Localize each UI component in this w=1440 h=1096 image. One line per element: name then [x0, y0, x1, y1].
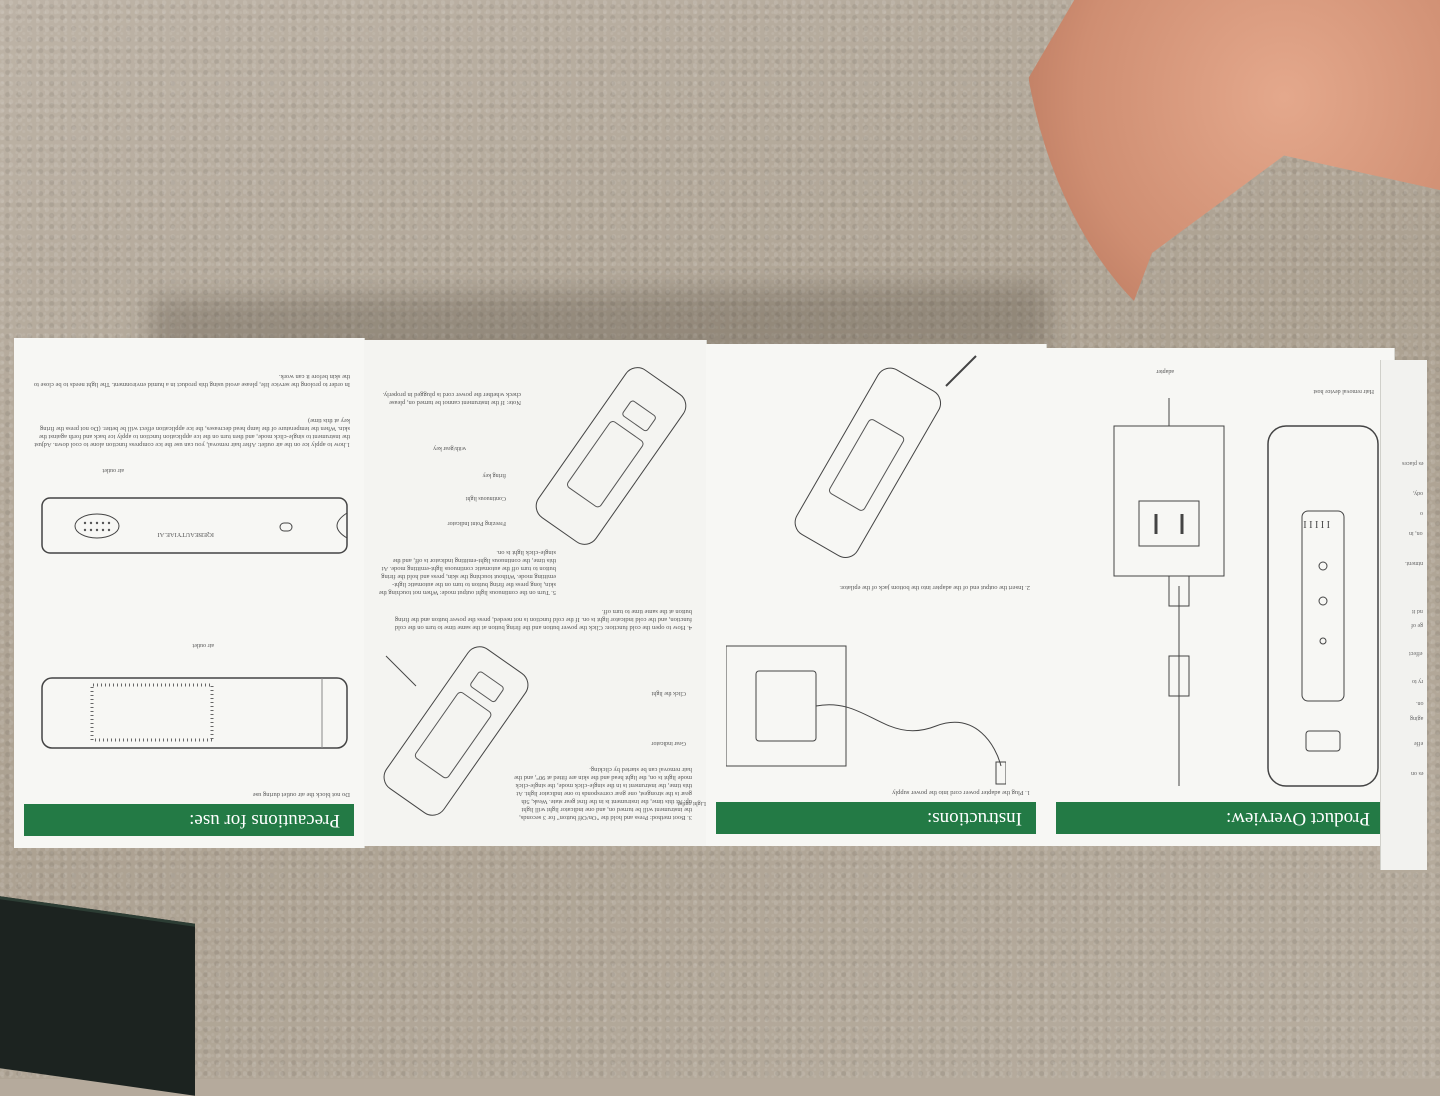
device-host-label: Hair removal device host: [1313, 388, 1374, 394]
precautions-title: Precautions for use:: [24, 804, 354, 836]
step3-text: 3. Boot method: Press and hold the "On/O…: [514, 766, 692, 821]
fragment-text-12: es on: [1410, 770, 1424, 776]
fragment-text-4: ntment.: [1404, 560, 1423, 566]
panel-precautions: Precautions for use: Do not block the ai…: [14, 338, 365, 848]
step4-text: 4. How to open the cold function: Click …: [394, 608, 692, 631]
fragment-text-9: on.: [1415, 700, 1424, 706]
fragment-text-1: ody,: [1412, 490, 1423, 496]
hair-removal-device-illustration: I I I I I: [1267, 425, 1379, 787]
air-outlet-label-top: air outlet: [192, 642, 215, 648]
instructions-step1: 1. Plug the adapter power cord into the …: [892, 789, 1030, 796]
precautions-para2: In order to prolong the service life, pl…: [33, 373, 350, 388]
adapter-label: adapter: [1156, 368, 1174, 374]
firing-key-label: firing key: [482, 472, 507, 478]
light-outlet-label: Light outlet: [677, 800, 706, 806]
device-bottom-view: [41, 497, 348, 554]
gear-key-label: with/gear key: [433, 445, 466, 451]
dark-box: [0, 896, 195, 1096]
panel-instruction-steps: 3. Boot method: Press and hold the "On/O…: [364, 340, 707, 846]
gear-indicator-label: Gear indicator: [651, 740, 686, 746]
power-note: Note: If the instrument cannot be turned…: [382, 391, 521, 406]
click-light-label: Click the light: [651, 690, 686, 696]
device-illustration-bottom: [535, 367, 687, 545]
device-with-cable: [794, 355, 977, 558]
instructions-step2: 2. Insert the output end of the adapter …: [839, 584, 1030, 591]
instructions-title: Instructions:: [716, 802, 1036, 834]
precautions-para1: 1.how to apply ice on the air outlet: Af…: [34, 417, 350, 448]
device-side-view: [41, 677, 348, 749]
panel-instructions: Instructions: 1. Plug the adapter power …: [706, 344, 1047, 846]
adapter-plug-illustration: [726, 645, 1006, 785]
continuous-light-label: Continuous light: [465, 495, 506, 501]
overview-title: Product Overview:: [1056, 802, 1384, 834]
panel-product-overview: Product Overview: I I I I I Hair: [1046, 348, 1395, 846]
fragment-text-5: nd it: [1412, 608, 1423, 614]
fragment-text-8: ry to: [1411, 678, 1423, 684]
fragment-text-6: ge of: [1410, 622, 1423, 628]
svg-text:I I I I I: I I I I I: [1303, 518, 1330, 529]
air-outlet-label-bottom: air outlet: [102, 467, 125, 473]
adapter-illustration: [1113, 398, 1225, 786]
fragment-text-7: effect: [1409, 650, 1423, 656]
instruction-brochure: Precautions for use: Do not block the ai…: [14, 330, 1395, 855]
device-illustration-top: [383, 646, 529, 816]
freezing-point-label: Freezing Point Indicator: [447, 520, 506, 526]
device-brand-text: IQEBEAUTYIAE.AI: [157, 531, 214, 538]
fragment-text-2: o: [1420, 510, 1423, 516]
precautions-note: Do not block the air outlet during use: [252, 791, 350, 798]
adjacent-panel-fragment: es places ody, o on, in ntment. nd it ge…: [1380, 360, 1427, 870]
fragment-text-3: on, in: [1409, 530, 1423, 536]
fragment-text-0: es places: [1401, 460, 1424, 466]
fragment-text-10: aging: [1409, 715, 1423, 721]
fragment-text-11: effe: [1413, 740, 1423, 746]
